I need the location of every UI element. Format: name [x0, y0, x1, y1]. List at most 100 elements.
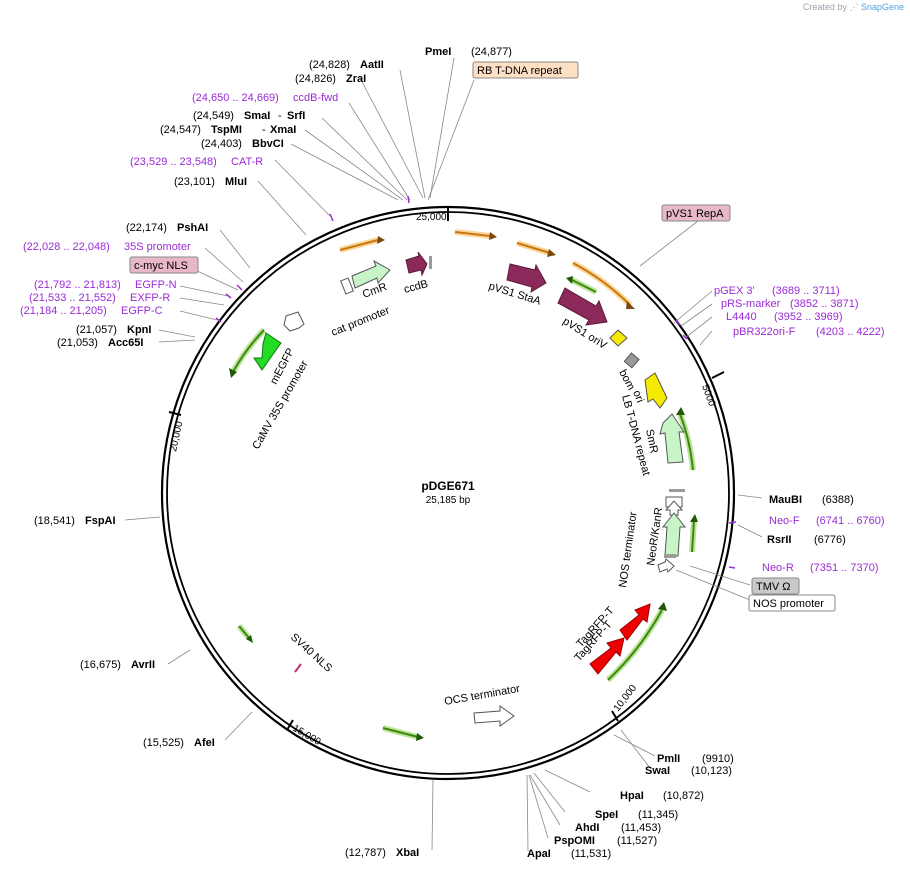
- site-name: ZraI: [346, 73, 366, 85]
- site-pos: (10,123): [691, 765, 732, 777]
- boxed-text: c-myc NLS: [134, 260, 188, 272]
- primer-range: (3689 .. 3711): [772, 285, 840, 297]
- site-swai: SwaI (10,123): [645, 765, 732, 777]
- plasmid-name: pDGE671: [421, 479, 475, 493]
- primer-markers: [215, 195, 737, 569]
- orange-feature-arc: [454, 231, 491, 237]
- site-pos: (24,877): [471, 46, 512, 58]
- site-name: SmaI: [244, 110, 270, 122]
- neor-kanr-arrow: [661, 512, 687, 557]
- site-pos: (24,403): [201, 138, 242, 150]
- primer-name: EGFP-N: [135, 279, 177, 291]
- site-name: AatII: [360, 59, 384, 71]
- feature-label: ccdB: [403, 278, 430, 296]
- site-pos: (10,872): [663, 790, 704, 802]
- site-name: PmeI: [425, 46, 451, 58]
- smr-arrow: [659, 413, 685, 464]
- site-name: BbvCI: [252, 138, 284, 150]
- ccdb-marker: [429, 256, 432, 269]
- feature-label: bom: [616, 368, 637, 393]
- tick-25000: 25,000: [416, 207, 449, 223]
- site-name: FspAI: [85, 515, 116, 527]
- boxed-text: NOS promoter: [753, 598, 824, 610]
- tmv-marker: [664, 554, 676, 558]
- orange-arrowhead: [626, 301, 635, 309]
- cmr-feature: CmR cat promoter: [330, 259, 392, 339]
- site-name: AfeI: [194, 737, 215, 749]
- site-name: PmlI: [657, 753, 680, 765]
- cat-promoter-box: [340, 277, 354, 295]
- site-name: AvrII: [131, 659, 155, 671]
- site-separator: -: [262, 124, 266, 136]
- site-pos: (15,525): [143, 737, 184, 749]
- primer-range: (21,792 .. 21,813): [34, 279, 121, 291]
- primer-name: ccdB-fwd: [293, 92, 338, 104]
- site-pos: (11,527): [617, 835, 657, 847]
- green-arrowhead: [676, 407, 685, 415]
- tick-label: 25,000: [416, 212, 447, 223]
- site-pos: (21,053): [57, 337, 98, 349]
- feature-label: SmR: [643, 428, 660, 454]
- site-avrii: (16,675) AvrII: [80, 659, 155, 671]
- feature-label: NeoR/KanR: [645, 507, 665, 567]
- site-pos: (24,828): [309, 59, 350, 71]
- primer-neo-f: Neo-F(6741 .. 6760): [769, 515, 885, 527]
- boxed-label-pvs1-repa: pVS1 RepA: [661, 204, 731, 222]
- site-smai: (24,549)SmaI-SrfI: [193, 110, 305, 122]
- site-pos: (24,549): [193, 110, 234, 122]
- site-rsrii: RsrII(6776): [767, 534, 846, 546]
- primer-name: CAT-R: [231, 156, 263, 168]
- site-pos: (11,345): [638, 809, 678, 821]
- orange-feature-arc: [572, 262, 631, 306]
- plasmid-backbone-inner: [166, 211, 730, 775]
- boxed-label-nos-promoter: NOS promoter: [748, 594, 836, 612]
- primer-l4440: L4440(3952 .. 3969): [726, 311, 843, 323]
- primer-35s: (22,028 .. 22,048)35S promoter: [23, 241, 191, 253]
- site-name: SwaI: [645, 765, 670, 777]
- plasmid-backbone: [160, 205, 736, 781]
- site-name: AhdI: [575, 822, 599, 834]
- green-arrowhead: [566, 276, 573, 284]
- site-pmli: PmlI (9910): [657, 753, 734, 765]
- primer-range: (24,650 .. 24,669): [192, 92, 279, 104]
- green-feature-arc: [382, 727, 419, 738]
- feature-label: OCS terminator: [443, 683, 521, 708]
- site-aatii: (24,828) AatII: [309, 59, 384, 71]
- site-pos: (9910): [702, 753, 734, 765]
- leader-lines: [124, 57, 763, 852]
- orange-feature-arc: [516, 242, 551, 254]
- feature-arcs: [229, 229, 698, 741]
- nos-promoter-arrow: [657, 558, 675, 573]
- site-pos: (16,675): [80, 659, 121, 671]
- site-name: MauBI: [769, 494, 802, 506]
- primer-pbr322ori-f: pBR322ori-F(4203 .. 4222): [733, 326, 885, 338]
- tagrfp-arrow-2: [619, 603, 651, 641]
- site-name: MluI: [225, 176, 247, 188]
- credit-prefix: Created by: [802, 2, 847, 12]
- site-name: Acc65I: [108, 337, 143, 349]
- pvs1-stab-feature: pVS1 StaA: [487, 263, 547, 308]
- site-maubi: MauBI (6388): [769, 494, 854, 506]
- site-name: KpnI: [127, 324, 151, 336]
- primer-cat-r: (23,529 .. 23,548) CAT-R: [130, 156, 263, 168]
- site-afei: (15,525) AfeI: [143, 737, 215, 749]
- primer-ccdb-fwd: (24,650 .. 24,669) ccdB-fwd: [192, 92, 338, 104]
- boxed-text: RB T-DNA repeat: [477, 65, 562, 77]
- site-name: ApaI: [527, 848, 551, 860]
- restriction-site-labels: PmeI(24,877) (24,828)AatII (24,826)ZraI …: [34, 46, 854, 860]
- primer-egfp-n: (21,792 .. 21,813) EGFP-N: [34, 279, 177, 291]
- feature-label: NOS terminator: [617, 511, 640, 589]
- site-pos: (6388): [822, 494, 854, 506]
- ocs-terminator-arrow: [473, 705, 515, 727]
- primer-name: Neo-R: [762, 562, 794, 574]
- pvs1-oriv-feature: pVS1 oriV: [557, 287, 628, 352]
- site-ahdi: AhdI(11,453): [575, 822, 661, 834]
- primer-range: (21,184 .. 21,205): [20, 305, 107, 317]
- primer-pgex3: pGEX 3'(3689 .. 3711): [714, 285, 840, 297]
- green-feature-arc: [232, 329, 265, 373]
- site-extra: XmaI: [270, 124, 296, 136]
- primer-range: (23,529 .. 23,548): [130, 156, 217, 168]
- site-name: XbaI: [396, 847, 419, 859]
- site-pos: (21,057): [76, 324, 117, 336]
